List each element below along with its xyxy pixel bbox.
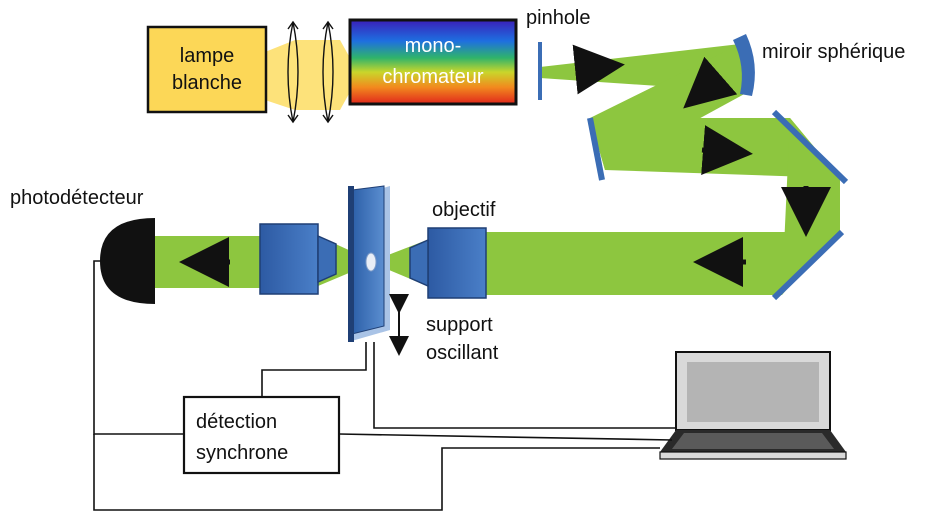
left-mirror — [587, 117, 605, 181]
laptop-icon — [659, 351, 847, 460]
cables — [93, 260, 676, 511]
lamp-label-line2: blanche — [172, 72, 242, 94]
mono-label-line1: mono- — [405, 35, 462, 57]
cable-sync-to-laptop — [338, 433, 673, 441]
cable-support-to-laptop — [373, 342, 676, 429]
beam-to-objective — [430, 232, 835, 295]
arrow-icon — [572, 44, 625, 95]
detection-label-line1: détection — [196, 411, 277, 433]
lamp-label-line1: lampe — [180, 45, 234, 67]
right-lower-mirror — [771, 229, 845, 301]
spherical-mirror — [733, 34, 755, 96]
beam-arrows — [179, 44, 831, 287]
lamp-box — [146, 25, 268, 114]
sample-spot — [365, 252, 377, 272]
photodetector-icon — [100, 218, 155, 304]
support-label-line2: oscillant — [426, 342, 499, 364]
detection-label-line2: synchrone — [196, 442, 288, 464]
lens-icon — [322, 20, 334, 124]
right-upper-mirror — [771, 109, 849, 185]
oscillating-support — [348, 185, 390, 342]
photodetector-label: photodétecteur — [10, 187, 144, 209]
mono-label-line2: chromateur — [382, 66, 483, 88]
cable-support-to-sync — [261, 342, 367, 397]
beam-to-detector — [140, 236, 262, 288]
mirror-label: miroir sphérique — [762, 41, 905, 63]
cable-detector-to-sync — [93, 260, 184, 435]
objective-right — [409, 227, 487, 299]
lamp-glow — [265, 40, 350, 110]
cable-detector-to-laptop — [93, 434, 660, 511]
lens-icon — [287, 20, 299, 124]
support-label-line1: support — [426, 314, 493, 336]
objective-label: objectif — [432, 199, 496, 221]
objective-left — [259, 223, 337, 295]
arrow-icon — [701, 125, 753, 176]
arrow-icon — [683, 56, 738, 109]
monochromator-box — [348, 18, 518, 106]
pinhole-label: pinhole — [526, 7, 591, 29]
